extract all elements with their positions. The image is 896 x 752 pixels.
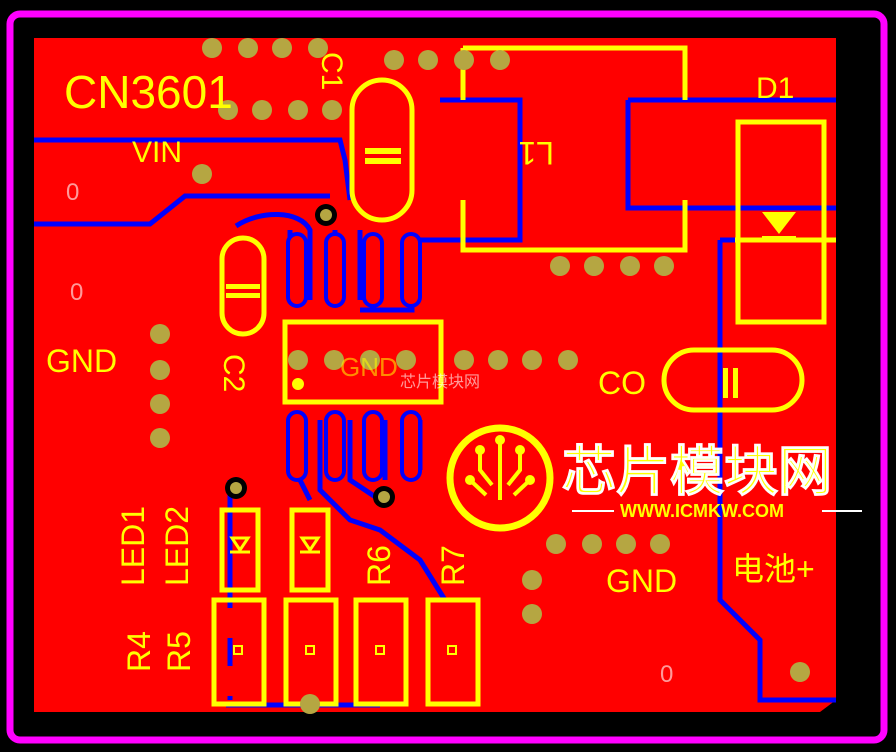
via-pad xyxy=(396,350,416,370)
c2-outline xyxy=(219,235,267,337)
via-pad xyxy=(490,50,510,70)
via-pad xyxy=(522,604,542,624)
via-pad xyxy=(272,38,292,58)
via-pad xyxy=(454,50,474,70)
chip-logo-icon xyxy=(446,424,554,532)
gnd-right-label: GND xyxy=(606,563,677,599)
resistor-pads xyxy=(222,608,470,696)
via-pad xyxy=(324,350,344,370)
via-pad xyxy=(522,570,542,590)
c1-label: C1 xyxy=(315,52,348,90)
c1-outline xyxy=(349,77,415,223)
zero-marker: 0 xyxy=(660,661,673,688)
r5-label: R5 xyxy=(161,631,197,672)
led-symbols xyxy=(229,536,321,554)
via-pad xyxy=(558,350,578,370)
via-pad xyxy=(654,256,674,276)
ic-pin-pads xyxy=(286,232,422,482)
r4-label: R4 xyxy=(121,631,157,672)
via-pad xyxy=(650,534,670,554)
via-pad xyxy=(218,100,238,120)
via-pad xyxy=(252,100,272,120)
via-pad xyxy=(322,100,342,120)
via-pad xyxy=(488,350,508,370)
via-pad xyxy=(288,350,308,370)
watermark-small-text: 芯片模块网 xyxy=(400,373,480,391)
via-pad xyxy=(550,256,570,276)
board-outline xyxy=(6,10,888,744)
via-pad xyxy=(192,164,212,184)
r7-label: R7 xyxy=(435,545,471,586)
via-pad xyxy=(418,50,438,70)
resistor-centers xyxy=(233,645,457,655)
vin-label: VIN xyxy=(132,136,182,169)
co-label: CO xyxy=(598,365,646,401)
d1-outline xyxy=(735,119,827,325)
c2-label: C2 xyxy=(217,354,250,392)
via-pad xyxy=(150,324,170,344)
ic-outline xyxy=(282,319,444,405)
via-pad xyxy=(150,360,170,380)
led1-label: LED1 xyxy=(115,506,151,586)
led1-outline xyxy=(219,507,261,593)
co-outline xyxy=(661,347,805,413)
via-pad xyxy=(384,50,404,70)
silkscreen-details xyxy=(226,148,796,398)
led2-label: LED2 xyxy=(159,506,195,586)
gnd-left-label: GND xyxy=(46,343,117,379)
dark-vias xyxy=(225,204,395,508)
r6-outline xyxy=(353,597,409,707)
via-pad xyxy=(546,534,566,554)
l1-label: L1 xyxy=(518,135,554,171)
gnd-center-label: GND xyxy=(340,352,398,382)
via-pads xyxy=(150,38,810,714)
via-pad xyxy=(616,534,636,554)
via-pad xyxy=(522,350,542,370)
led2-outline xyxy=(289,507,331,593)
d1-label: D1 xyxy=(756,72,794,105)
r4-outline xyxy=(211,597,267,707)
silkscreen-shapes xyxy=(211,45,836,707)
via-pad xyxy=(620,256,640,276)
zero-marker: 0 xyxy=(70,279,83,306)
via-pad xyxy=(308,38,328,58)
via-pad xyxy=(454,350,474,370)
via-pad xyxy=(790,662,810,682)
ic-name-label: CN3601 xyxy=(64,66,233,118)
via-pad xyxy=(300,694,320,714)
zero-marker: 0 xyxy=(66,179,79,206)
via-pad xyxy=(288,100,308,120)
via-pad xyxy=(360,350,380,370)
via-pad xyxy=(238,38,258,58)
via-pad xyxy=(202,38,222,58)
r7-outline xyxy=(425,597,481,707)
via-pad xyxy=(584,256,604,276)
watermark-url: WWW.ICMKW.COM xyxy=(620,501,784,521)
via-pad xyxy=(582,534,602,554)
r6-label: R6 xyxy=(361,545,397,586)
via-pad xyxy=(150,394,170,414)
watermark-brand: 芯片模块网 xyxy=(562,440,832,503)
battery-plus-label: 电池+ xyxy=(732,551,815,587)
via-pad xyxy=(150,428,170,448)
